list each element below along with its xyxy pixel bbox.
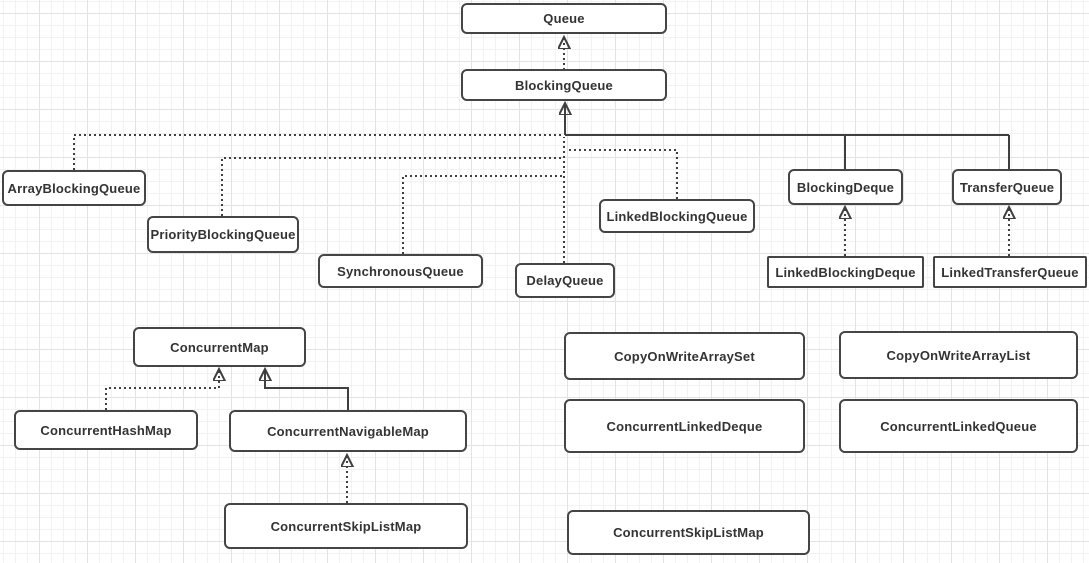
node-concurrent-skip-list-map-left[interactable]: ConcurrentSkipListMap xyxy=(224,503,468,549)
node-label: ConcurrentSkipListMap xyxy=(613,525,764,540)
node-linked-blocking-deque[interactable]: LinkedBlockingDeque xyxy=(767,256,924,288)
node-label: ConcurrentMap xyxy=(170,339,269,355)
node-copy-on-write-array-list[interactable]: CopyOnWriteArrayList xyxy=(839,331,1078,379)
node-concurrent-skip-list-map-bottom[interactable]: ConcurrentSkipListMap xyxy=(567,510,810,555)
node-concurrent-hash-map[interactable]: ConcurrentHashMap xyxy=(14,410,198,450)
edge-arrayblockingqueue xyxy=(73,134,563,170)
node-concurrent-linked-deque[interactable]: ConcurrentLinkedDeque xyxy=(564,399,805,453)
node-linked-transfer-queue[interactable]: LinkedTransferQueue xyxy=(933,256,1087,288)
edge-synchronousqueue xyxy=(402,175,562,254)
node-queue[interactable]: Queue xyxy=(461,3,667,34)
node-label: ArrayBlockingQueue xyxy=(7,180,141,196)
node-label: CopyOnWriteArraySet xyxy=(614,348,755,364)
node-blocking-queue[interactable]: BlockingQueue xyxy=(461,69,667,101)
node-priority-blocking-queue[interactable]: PriorityBlockingQueue xyxy=(147,216,299,253)
node-label: Queue xyxy=(543,11,585,26)
node-concurrent-map[interactable]: ConcurrentMap xyxy=(133,327,306,367)
node-label: ConcurrentLinkedQueue xyxy=(880,418,1037,434)
node-label: ConcurrentLinkedDeque xyxy=(606,418,763,434)
node-label: BlockingQueue xyxy=(515,77,613,93)
node-concurrent-navigable-map[interactable]: ConcurrentNavigableMap xyxy=(229,410,467,452)
node-label: PriorityBlockingQueue xyxy=(150,227,296,242)
edge-priorityblockingqueue xyxy=(221,157,562,216)
node-linked-blocking-queue[interactable]: LinkedBlockingQueue xyxy=(599,199,755,233)
node-label: TransferQueue xyxy=(959,179,1055,195)
node-label: DelayQueue xyxy=(526,273,604,288)
node-label: LinkedBlockingDeque xyxy=(775,264,916,280)
node-label: ConcurrentHashMap xyxy=(40,422,172,438)
node-label: ConcurrentNavigableMap xyxy=(267,423,429,439)
node-concurrent-linked-queue[interactable]: ConcurrentLinkedQueue xyxy=(839,399,1078,453)
edge-concurrenthashmap xyxy=(105,370,219,410)
node-delay-queue[interactable]: DelayQueue xyxy=(515,263,615,298)
edge-concurrentnavigablemap xyxy=(265,370,349,410)
node-transfer-queue[interactable]: TransferQueue xyxy=(952,169,1062,205)
node-label: ConcurrentSkipListMap xyxy=(270,518,422,534)
node-synchronous-queue[interactable]: SynchronousQueue xyxy=(318,254,483,288)
node-copy-on-write-array-set[interactable]: CopyOnWriteArraySet xyxy=(564,332,805,380)
node-array-blocking-queue[interactable]: ArrayBlockingQueue xyxy=(2,170,146,206)
node-label: LinkedBlockingQueue xyxy=(606,208,748,224)
node-label: BlockingDeque xyxy=(796,179,895,195)
node-label: SynchronousQueue xyxy=(337,263,464,279)
node-blocking-deque[interactable]: BlockingDeque xyxy=(788,169,903,205)
node-label: LinkedTransferQueue xyxy=(941,264,1079,280)
node-label: CopyOnWriteArrayList xyxy=(886,347,1031,363)
edge-linkedblockingqueue xyxy=(566,149,678,199)
